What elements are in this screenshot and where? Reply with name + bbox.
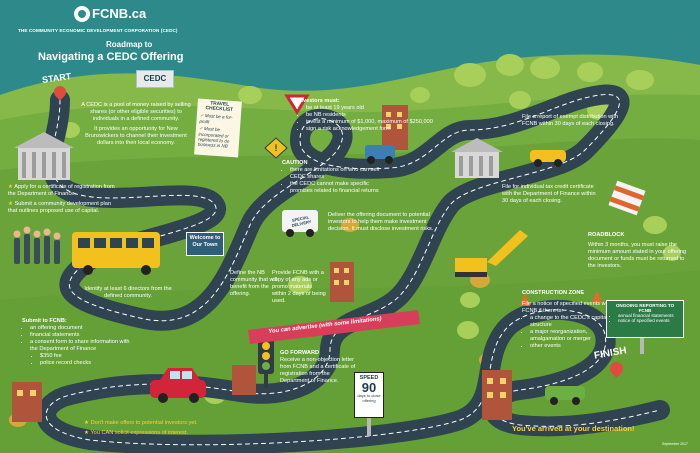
construction-item: a major reorganization, amalgamation or … [530, 329, 614, 343]
construction-item: a change to the CEDC's capital structure [530, 315, 614, 329]
submit-item: $350 fee [40, 353, 132, 360]
can-solicit-text: You CAN solicit expressions of interest. [84, 430, 188, 436]
can-solicit: You CAN solicit expressions of interest. [84, 430, 244, 437]
caution-item: there are limitations on who can sell CE… [290, 167, 392, 181]
welcome-sign: Welcome to Our Town [186, 232, 224, 256]
apply-step: Submit a community development plan that… [8, 201, 118, 215]
investor-requirement: invest a minimum of $1,000, maximum of $… [306, 119, 448, 126]
submit-fcnb-sublist: $350 fee police record checks [22, 353, 132, 367]
construction-section: CONSTRUCTION ZONE File a notice of speci… [522, 290, 614, 350]
footnote: September 2017 [662, 442, 688, 446]
provide-copy-text: Provide FCNB with a copy of any ads or p… [272, 270, 326, 304]
corporation-name: THE COMMUNITY ECONOMIC DEVELOPMENT CORPO… [18, 28, 178, 33]
submit-fcnb-section: Submit to FCNB: an offering document fin… [22, 318, 132, 367]
intro-text: A CEDC is a pool of money raised by sell… [80, 102, 192, 147]
ongoing-title: ONGOING REPORTING TO FCNB [615, 303, 675, 313]
define-community-text: Define the NB community that will benefi… [230, 270, 278, 297]
cedc-sign: CEDC [136, 70, 174, 88]
investors-list: be at least 19 years old be NB residents… [298, 105, 448, 133]
checklist-item: ✓ Must be incorporated or registered to … [198, 126, 237, 150]
ongoing-list: annual financial statements notice of sp… [610, 313, 680, 323]
identify-directors-text: Identify at least 6 directors from the d… [84, 286, 172, 299]
dont-make-offers-text: Don't make offers to potential investors… [84, 420, 198, 426]
file-tax-credit-text: File for individual tax credit certifica… [502, 184, 596, 204]
file-report-text: File a report of exempt distribution wit… [522, 114, 619, 127]
checklist-title: TRAVEL CHECKLIST [205, 101, 234, 113]
investor-requirement: sign a risk acknowledgement form [306, 126, 448, 133]
intro-paragraph-2: It provides an opportunity for New Bruns… [85, 125, 187, 146]
page-subtitle: Roadmap to [106, 40, 153, 49]
ongoing-item: notice of specified events [618, 318, 680, 323]
go-forward-body: Receive a non-objection letter from FCNB… [280, 356, 356, 384]
go-forward-title: GO FORWARD [280, 350, 320, 356]
submit-item: police record checks [40, 360, 132, 367]
caution-item: the CEDC cannot make specific promises r… [290, 181, 392, 195]
travel-checklist: TRAVEL CHECKLIST ✓ Must be a for-profit … [194, 98, 242, 158]
logo-mark-icon [78, 10, 86, 18]
construction-list: a change to the CEDC's capital structure… [522, 315, 614, 350]
intro-paragraph-1: A CEDC is a pool of money raised by sell… [81, 102, 191, 122]
svg-text:!: ! [275, 143, 278, 153]
investors-title: Investors must: [298, 98, 340, 104]
go-forward-section: GO FORWARD Receive a non-objection lette… [280, 350, 356, 385]
construction-intro: File a notice of specified events with F… [522, 300, 612, 314]
construction-item: other events [530, 343, 614, 350]
roadblock-section: ROADBLOCK Within 3 months, you must rais… [588, 232, 692, 270]
arrived-text: You've arrived at your destination! [512, 424, 635, 433]
speed-sign-label: SPEED [359, 375, 379, 381]
page-title: Navigating a CEDC Offering [38, 51, 184, 63]
caution-list: there are limitations on who can sell CE… [282, 167, 392, 195]
caution-title: CAUTION [282, 160, 308, 166]
caution-section: CAUTION there are limitations on who can… [282, 160, 392, 195]
ongoing-reporting-sign: ONGOING REPORTING TO FCNB annual financi… [606, 300, 684, 338]
submit-item: financial statements [30, 332, 132, 339]
roadblock-title: ROADBLOCK [588, 232, 625, 238]
construction-title: CONSTRUCTION ZONE [522, 290, 585, 296]
speed-sign-caption: days to close offering [357, 393, 381, 403]
speed-sign: SPEED 90 days to close offering [354, 372, 384, 418]
submit-item: an offering document [30, 325, 132, 332]
investor-requirement: be at least 19 years old [306, 105, 448, 112]
roadblock-body: Within 3 months, you must raise the mini… [588, 241, 687, 269]
submit-item: a consent form to share information with… [30, 339, 132, 353]
submit-fcnb-list: an offering document financial statement… [22, 325, 132, 353]
checklist-item: ✓ Must be a for-profit [199, 113, 238, 127]
fcnb-logo[interactable] [74, 6, 90, 22]
deliver-document-text: Deliver the offering document to potenti… [328, 212, 434, 232]
apply-step: Apply for a certificate of registration … [8, 184, 118, 198]
investor-requirement: be NB residents [306, 112, 448, 119]
brand-name: FCNB.ca [92, 6, 147, 21]
checklist-item-label: Must be a for-profit [199, 113, 233, 125]
dont-make-offers: Don't make offers to potential investors… [84, 420, 244, 427]
submit-fcnb-title: Submit to FCNB: [22, 318, 67, 324]
speed-sign-number: 90 [361, 380, 377, 395]
investors-section: Investors must: be at least 19 years old… [298, 98, 448, 133]
apply-steps: Apply for a certificate of registration … [8, 184, 118, 215]
ongoing-item: annual financial statements [618, 313, 680, 318]
